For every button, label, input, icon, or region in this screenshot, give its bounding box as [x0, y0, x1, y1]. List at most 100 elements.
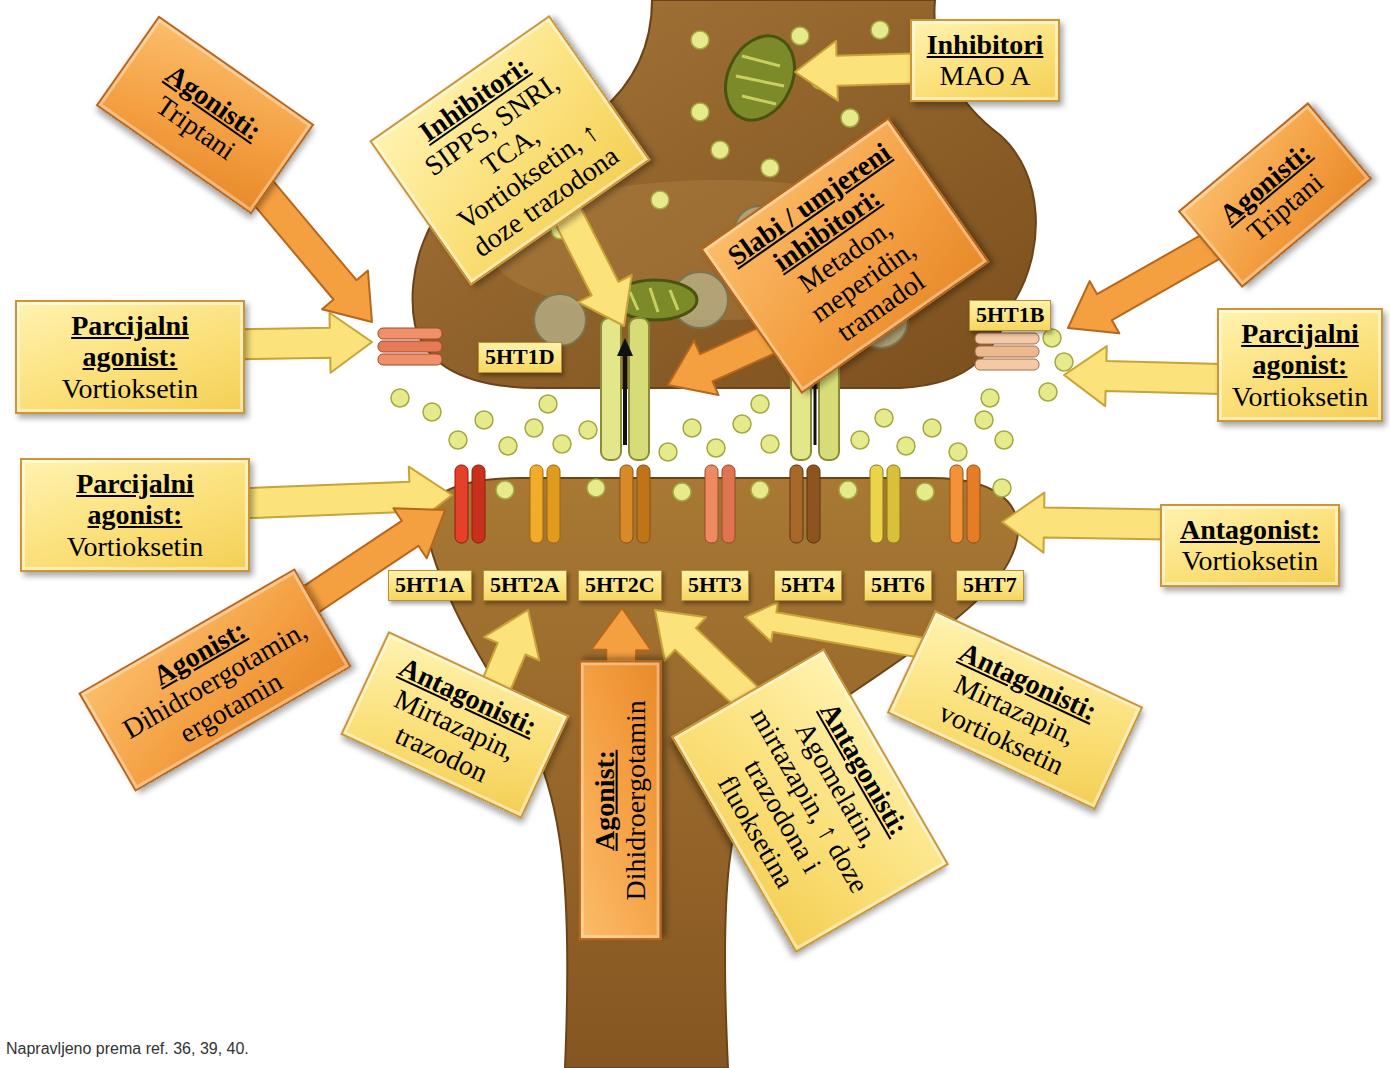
receptor-segment — [975, 333, 1039, 344]
serotonin-dot — [553, 435, 571, 453]
serotonin-dot — [975, 411, 993, 429]
callout-box: Antagonisti:Mirtazapin, trazodon — [340, 631, 569, 819]
transporter-half — [601, 318, 621, 460]
serotonin-dot — [691, 31, 709, 49]
receptor-segment — [455, 465, 468, 543]
serotonin-dot — [496, 481, 514, 499]
serotonin-dot — [733, 415, 751, 433]
receptor-label: 5HT1B — [969, 300, 1051, 331]
receptor-segment — [870, 465, 883, 543]
callout-body: Vortioksetin — [1231, 381, 1369, 412]
receptor-segment — [530, 465, 543, 543]
serotonin-dot — [391, 389, 409, 407]
serotonin-dot — [871, 21, 889, 39]
receptor-segment — [790, 465, 803, 543]
receptor-segment — [887, 465, 900, 543]
receptor-label: 5HT1D — [478, 342, 562, 373]
receptor-label: 5HT4 — [774, 570, 842, 601]
callout-heading: Antagonist: — [1174, 514, 1326, 545]
serotonin-dot — [841, 109, 859, 127]
receptor-segment — [975, 359, 1039, 370]
receptor-name: 5HT2A — [490, 573, 560, 598]
source-caption: Napravljeno prema ref. 36, 39, 40. — [6, 1040, 249, 1058]
mitochondrion-cristae — [736, 56, 784, 104]
postsynaptic-receptors — [455, 465, 980, 543]
callout-heading: Agonist: — [589, 674, 620, 926]
receptor-name: 5HT2C — [585, 573, 655, 598]
reuptake-arrowhead — [617, 338, 633, 356]
callout-box: Agonisti:Triptani — [96, 15, 315, 214]
callout-body: SIPPS, SNRI, TCA, Vortioksetin, ↑ doze t… — [404, 57, 633, 270]
callout-heading: Inhibitori — [924, 29, 1046, 60]
serotonin-dot — [839, 481, 857, 499]
receptor-name: 5HT7 — [963, 573, 1017, 598]
serotonin-dot — [761, 435, 779, 453]
receptor-name: 5HT3 — [688, 573, 742, 598]
transporter — [601, 318, 649, 460]
receptor-segment — [705, 465, 718, 543]
serotonin-dot — [981, 389, 999, 407]
receptor-segment — [547, 465, 560, 543]
receptor-segment — [378, 341, 442, 352]
callout-body: Vortioksetin — [34, 531, 236, 562]
serotonin-dot — [923, 419, 941, 437]
serotonin-dot — [875, 409, 893, 427]
serotonin-dot — [897, 437, 915, 455]
receptor-segment — [975, 346, 1039, 357]
callout-body: Vortioksetin — [29, 373, 231, 404]
serotonin-dot — [1055, 353, 1073, 371]
receptor-label: 5HT7 — [956, 570, 1024, 601]
serotonin-dot — [659, 443, 677, 461]
receptor-label: 5HT2C — [578, 570, 662, 601]
receptor-5ht1b — [975, 333, 1039, 370]
transporter-half — [629, 318, 649, 460]
receptor-label: 5HT2A — [483, 570, 567, 601]
callout-box: Antagonist:Vortioksetin — [1160, 504, 1340, 587]
receptor-segment — [967, 465, 980, 543]
receptor-name: 5HT1B — [976, 303, 1044, 328]
receptor-label: 5HT6 — [864, 570, 932, 601]
receptor-segment — [472, 465, 485, 543]
serotonin-dot — [1043, 329, 1061, 347]
callout-box: Agonist:Dihidroergotamin, ergotamin — [78, 568, 352, 792]
callout-heading: Parcijalni agonist: — [1231, 318, 1369, 381]
serotonin-dot — [916, 483, 934, 501]
callout-box: Agonisti:Triptani — [1178, 102, 1373, 288]
callout-heading: Parcijalni agonist: — [29, 310, 231, 373]
receptor-segment — [378, 328, 442, 339]
receptor-5ht1d — [378, 328, 442, 365]
serotonin-dot — [673, 483, 691, 501]
serotonin-dot — [851, 431, 869, 449]
receptor-segment — [722, 465, 735, 543]
serotonin-dot — [751, 481, 769, 499]
callout-box: Antagonisti:Mirtazapin, vortioksetin — [887, 610, 1144, 811]
receptor-name: 5HT6 — [871, 573, 925, 598]
callout-heading: Parcijalni agonist: — [34, 468, 236, 531]
serotonin-dot — [587, 479, 605, 497]
receptor-name: 5HT4 — [781, 573, 835, 598]
callout-body: Vortioksetin — [1174, 545, 1326, 576]
receptor-label: 5HT3 — [681, 570, 749, 601]
callout-box: Slabi / umjereni inhibitori:Metadon, mep… — [700, 117, 990, 394]
callout-box: Parcijalni agonist:Vortioksetin — [1217, 308, 1383, 422]
serotonin-dot — [449, 431, 467, 449]
callout-body: Dihidroergotamin — [620, 674, 651, 926]
serotonin-dot — [751, 395, 769, 413]
serotonin-dot — [651, 191, 669, 209]
serotonin-dot — [949, 443, 967, 461]
callout-box: Parcijalni agonist:Vortioksetin — [15, 300, 245, 414]
serotonin-dot — [707, 439, 725, 457]
serotonin-dot — [711, 141, 729, 159]
block-arrow — [745, 602, 937, 660]
receptor-label: 5HT1A — [388, 570, 472, 601]
serotonin-dot — [475, 411, 493, 429]
serotonin-dot — [423, 403, 441, 421]
receptor-name: 5HT1D — [485, 345, 555, 370]
callout-box: Inhibitori:SIPPS, SNRI, TCA, Vortiokseti… — [369, 15, 651, 286]
callout-body: MAO A — [924, 60, 1046, 91]
serotonin-dot — [539, 395, 557, 413]
serotonin-dot — [499, 437, 517, 455]
receptor-segment — [378, 354, 442, 365]
receptor-segment — [637, 465, 650, 543]
